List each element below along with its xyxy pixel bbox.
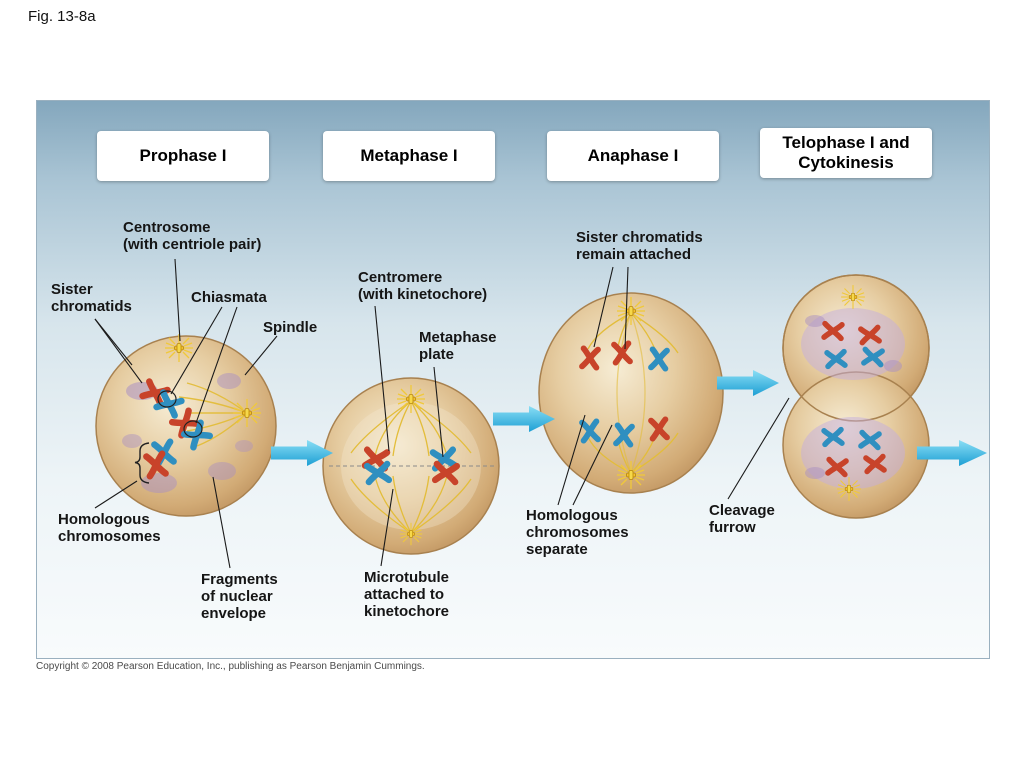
label-homologous-chromosomes: Homologous chromosomes (58, 511, 161, 545)
label-chiasmata: Chiasmata (191, 289, 267, 306)
phase-label: Metaphase I (360, 146, 458, 166)
label-cleavage-furrow: Cleavage furrow (709, 502, 775, 536)
label-spindle: Spindle (263, 319, 318, 336)
centrosome (616, 296, 646, 326)
phase-box-prophase-1: Prophase I (97, 131, 269, 181)
chiasma-circle (183, 420, 203, 438)
centrosome (396, 384, 426, 414)
arrow-telophase-next (917, 440, 987, 466)
phase-label: Anaphase I (587, 146, 679, 166)
phase-label: Prophase I (139, 146, 227, 166)
centrosome (399, 522, 423, 546)
figure-label: Fig. 13-8a (28, 8, 96, 25)
spindle-fibers (350, 400, 472, 534)
cell-prophase-1 (95, 333, 277, 517)
meiosis-diagram (94, 258, 987, 569)
arrow-prophase-to-metaphase (271, 440, 333, 466)
label-homologous-separate: Homologous chromosomes separate (526, 507, 629, 558)
copyright-text: Copyright © 2008 Pearson Education, Inc.… (36, 661, 425, 672)
diagram-panel: Prophase I Metaphase I Anaphase I Teloph… (36, 100, 990, 659)
label-sister-chromatids: Sister chromatids (51, 281, 132, 315)
pointer-lines (94, 258, 790, 569)
arrow-metaphase-to-anaphase (493, 406, 555, 432)
centrosome (616, 460, 646, 490)
centrosome (164, 333, 194, 363)
phase-label: Telophase I and Cytokinesis (782, 133, 910, 172)
phase-box-telophase-1: Telophase I and Cytokinesis (760, 128, 932, 178)
chiasma-circle (157, 390, 177, 408)
cell-telophase-1 (782, 274, 930, 519)
arrow-anaphase-to-telophase (717, 370, 779, 396)
label-microtubule-kinetochore: Microtubule attached to kinetochore (364, 569, 450, 620)
centrosome (836, 476, 862, 502)
centrosome (840, 284, 866, 310)
cell-metaphase-1 (322, 377, 500, 555)
phase-box-metaphase-1: Metaphase I (323, 131, 495, 181)
label-metaphase-plate: Metaphase plate (419, 329, 497, 363)
label-centromere: Centromere (with kinetochore) (358, 269, 488, 303)
centrosome (232, 398, 262, 428)
cell-anaphase-1 (538, 292, 724, 494)
homologous-bracket (134, 442, 150, 484)
label-fragments-nuclear-envelope: Fragments of nuclear envelope (201, 571, 278, 622)
phase-box-anaphase-1: Anaphase I (547, 131, 719, 181)
label-sister-chromatids-remain: Sister chromatids remain attached (576, 229, 703, 263)
label-centrosome: Centrosome (with centriole pair) (123, 219, 262, 253)
